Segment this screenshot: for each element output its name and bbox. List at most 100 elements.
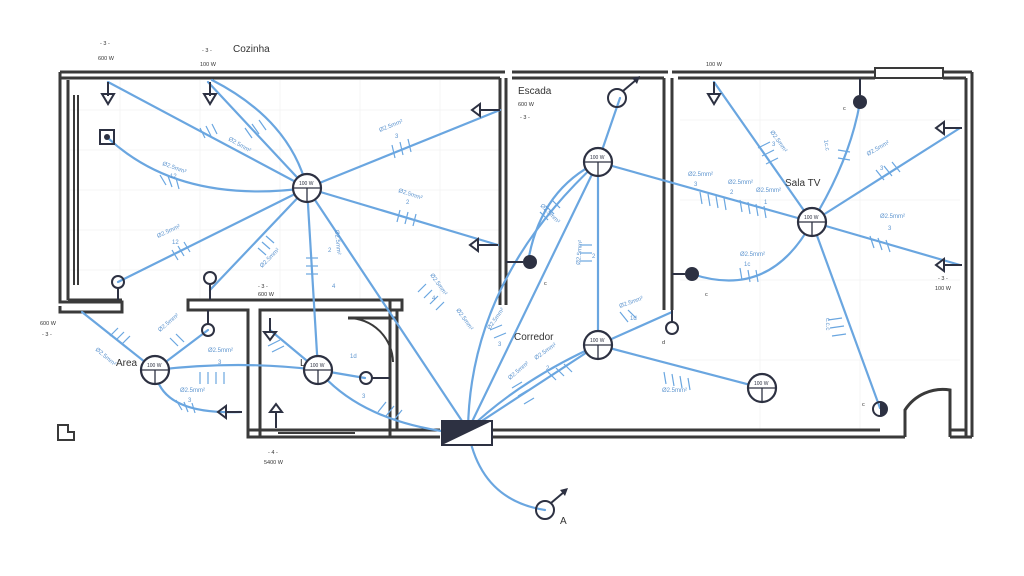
svg-text:c: c — [862, 402, 865, 408]
outlet-icon — [934, 257, 962, 273]
wire-label: Ø2.5mm² — [728, 180, 753, 186]
lamp-corridor-2: 100 W — [746, 372, 778, 404]
room-label-tv: Sala TV — [785, 178, 821, 189]
svg-text:c: c — [705, 292, 708, 298]
wire-number: 3 — [362, 394, 366, 400]
svg-text:100 W: 100 W — [310, 363, 325, 369]
svg-text:- 4 -: - 4 - — [268, 450, 278, 456]
room-label-kitchen: Cozinha — [233, 44, 270, 55]
lamp-service-area: 100 W — [139, 354, 171, 386]
meter-icon — [535, 488, 568, 520]
wire-label: Ø2.5mm² — [740, 252, 765, 258]
wire-number: 2 — [730, 190, 734, 196]
room-label-service: Area — [116, 358, 138, 369]
wire-label: Ø2.5mm² — [534, 342, 558, 361]
switch-icon — [506, 255, 537, 269]
wire-number: 1 — [764, 200, 768, 206]
wire-label: Ø2.5mm² — [379, 119, 404, 134]
wire-number: 2 — [406, 200, 410, 206]
room-label-laundry: L — [300, 358, 306, 369]
outlet-icon — [470, 102, 500, 118]
switch-icon — [359, 371, 390, 385]
svg-text:- 3 -: - 3 - — [202, 48, 212, 54]
wire-number: 3 — [880, 166, 884, 172]
panel-label: A — [560, 516, 567, 527]
wire-number: 2 — [546, 366, 550, 372]
wiring — [80, 78, 962, 512]
wire-label: Ø2.5mm² — [156, 224, 181, 240]
svg-text:c: c — [843, 106, 846, 112]
wire-number: 3 — [218, 360, 222, 366]
wire-number: 3 — [498, 342, 502, 348]
wire-label: Ø2.5mm² — [662, 388, 687, 394]
svg-text:100 W: 100 W — [147, 363, 162, 369]
svg-text:- 3 -: - 3 - — [520, 115, 530, 121]
wire-number: 3 — [888, 226, 892, 232]
svg-text:100 W: 100 W — [935, 286, 952, 292]
svg-text:100 W: 100 W — [590, 155, 605, 161]
svg-text:- 3 -: - 3 - — [258, 284, 268, 290]
room-label-stairs: Escada — [518, 86, 552, 97]
wire-label: Ø2.5mm² — [208, 348, 233, 354]
wire-label: Ø2.5mm² — [157, 313, 180, 334]
svg-text:600 W: 600 W — [258, 292, 275, 298]
conductor-ticks — [109, 119, 901, 421]
switch-icon — [665, 310, 679, 335]
outlet-icon — [268, 402, 284, 428]
wire-number: 2 — [328, 248, 332, 254]
walls — [57, 67, 974, 441]
wire-number: 3 — [694, 182, 698, 188]
svg-text:600 W: 600 W — [98, 56, 115, 62]
wire-number: 3 — [395, 134, 399, 140]
switch-icon — [111, 275, 125, 300]
svg-text:100 W: 100 W — [754, 381, 769, 387]
lamp-kitchen: 100 W — [291, 172, 323, 204]
outlet-icon — [468, 237, 498, 253]
wire-number: 1c — [744, 262, 750, 268]
svg-text:- 3 -: - 3 - — [42, 332, 52, 338]
wire-label: Ø2.5mm² — [688, 172, 713, 178]
wire-label: Ø2.5mm² — [259, 247, 281, 269]
lamp-stairs: 100 W — [582, 146, 614, 178]
switch-icon — [203, 271, 217, 300]
switch-icon — [853, 78, 867, 109]
svg-text:c: c — [544, 281, 547, 287]
svg-text:600 W: 600 W — [40, 321, 57, 327]
svg-text:- 3 -: - 3 - — [100, 41, 110, 47]
svg-text:100 W: 100 W — [804, 215, 819, 221]
outlet-icon — [706, 82, 722, 106]
wire-label: Ø2.5mm² — [880, 214, 905, 220]
svg-text:100 W: 100 W — [706, 62, 723, 68]
outlet-icon — [100, 82, 116, 106]
switch-icon — [872, 401, 888, 417]
wire-number: 3 — [772, 142, 776, 148]
lamp-corridor: 100 W — [582, 329, 614, 361]
outlet-icon — [202, 82, 218, 106]
window-top — [874, 67, 944, 79]
switch-icon — [672, 267, 699, 281]
wire-label: Ø2.5mm² — [576, 240, 584, 265]
wire-number: 2 — [592, 254, 596, 260]
outlet-icon — [216, 404, 242, 420]
svg-text:- 3 -: - 3 - — [938, 276, 948, 282]
wire-number: 12 — [170, 174, 177, 180]
wire-label: Ø2.5mm² — [454, 308, 473, 332]
svg-text:d: d — [662, 340, 665, 346]
socket-icon — [99, 129, 115, 145]
wire-label: Ø2.5mm² — [619, 296, 645, 310]
wire-label: Ø2.5mm² — [428, 273, 447, 297]
wire-number: 4 — [432, 296, 436, 302]
svg-text:100 W: 100 W — [200, 62, 217, 68]
wire-number: 12 — [172, 240, 179, 246]
wire-number: 4 — [332, 284, 336, 290]
wire-label: Ø2.5mm² — [94, 347, 117, 368]
room-labels: Cozinha Escada Sala TV Corredor Area L A — [116, 44, 821, 527]
background-grid — [70, 80, 960, 430]
room-label-corridor: Corredor — [514, 332, 554, 343]
wire-number: 1c.c — [822, 139, 830, 151]
svg-text:100 W: 100 W — [299, 181, 314, 187]
wire-label: Ø2.5mm² — [507, 361, 530, 382]
outlet-icon — [934, 120, 962, 136]
meter-icon — [607, 76, 640, 108]
